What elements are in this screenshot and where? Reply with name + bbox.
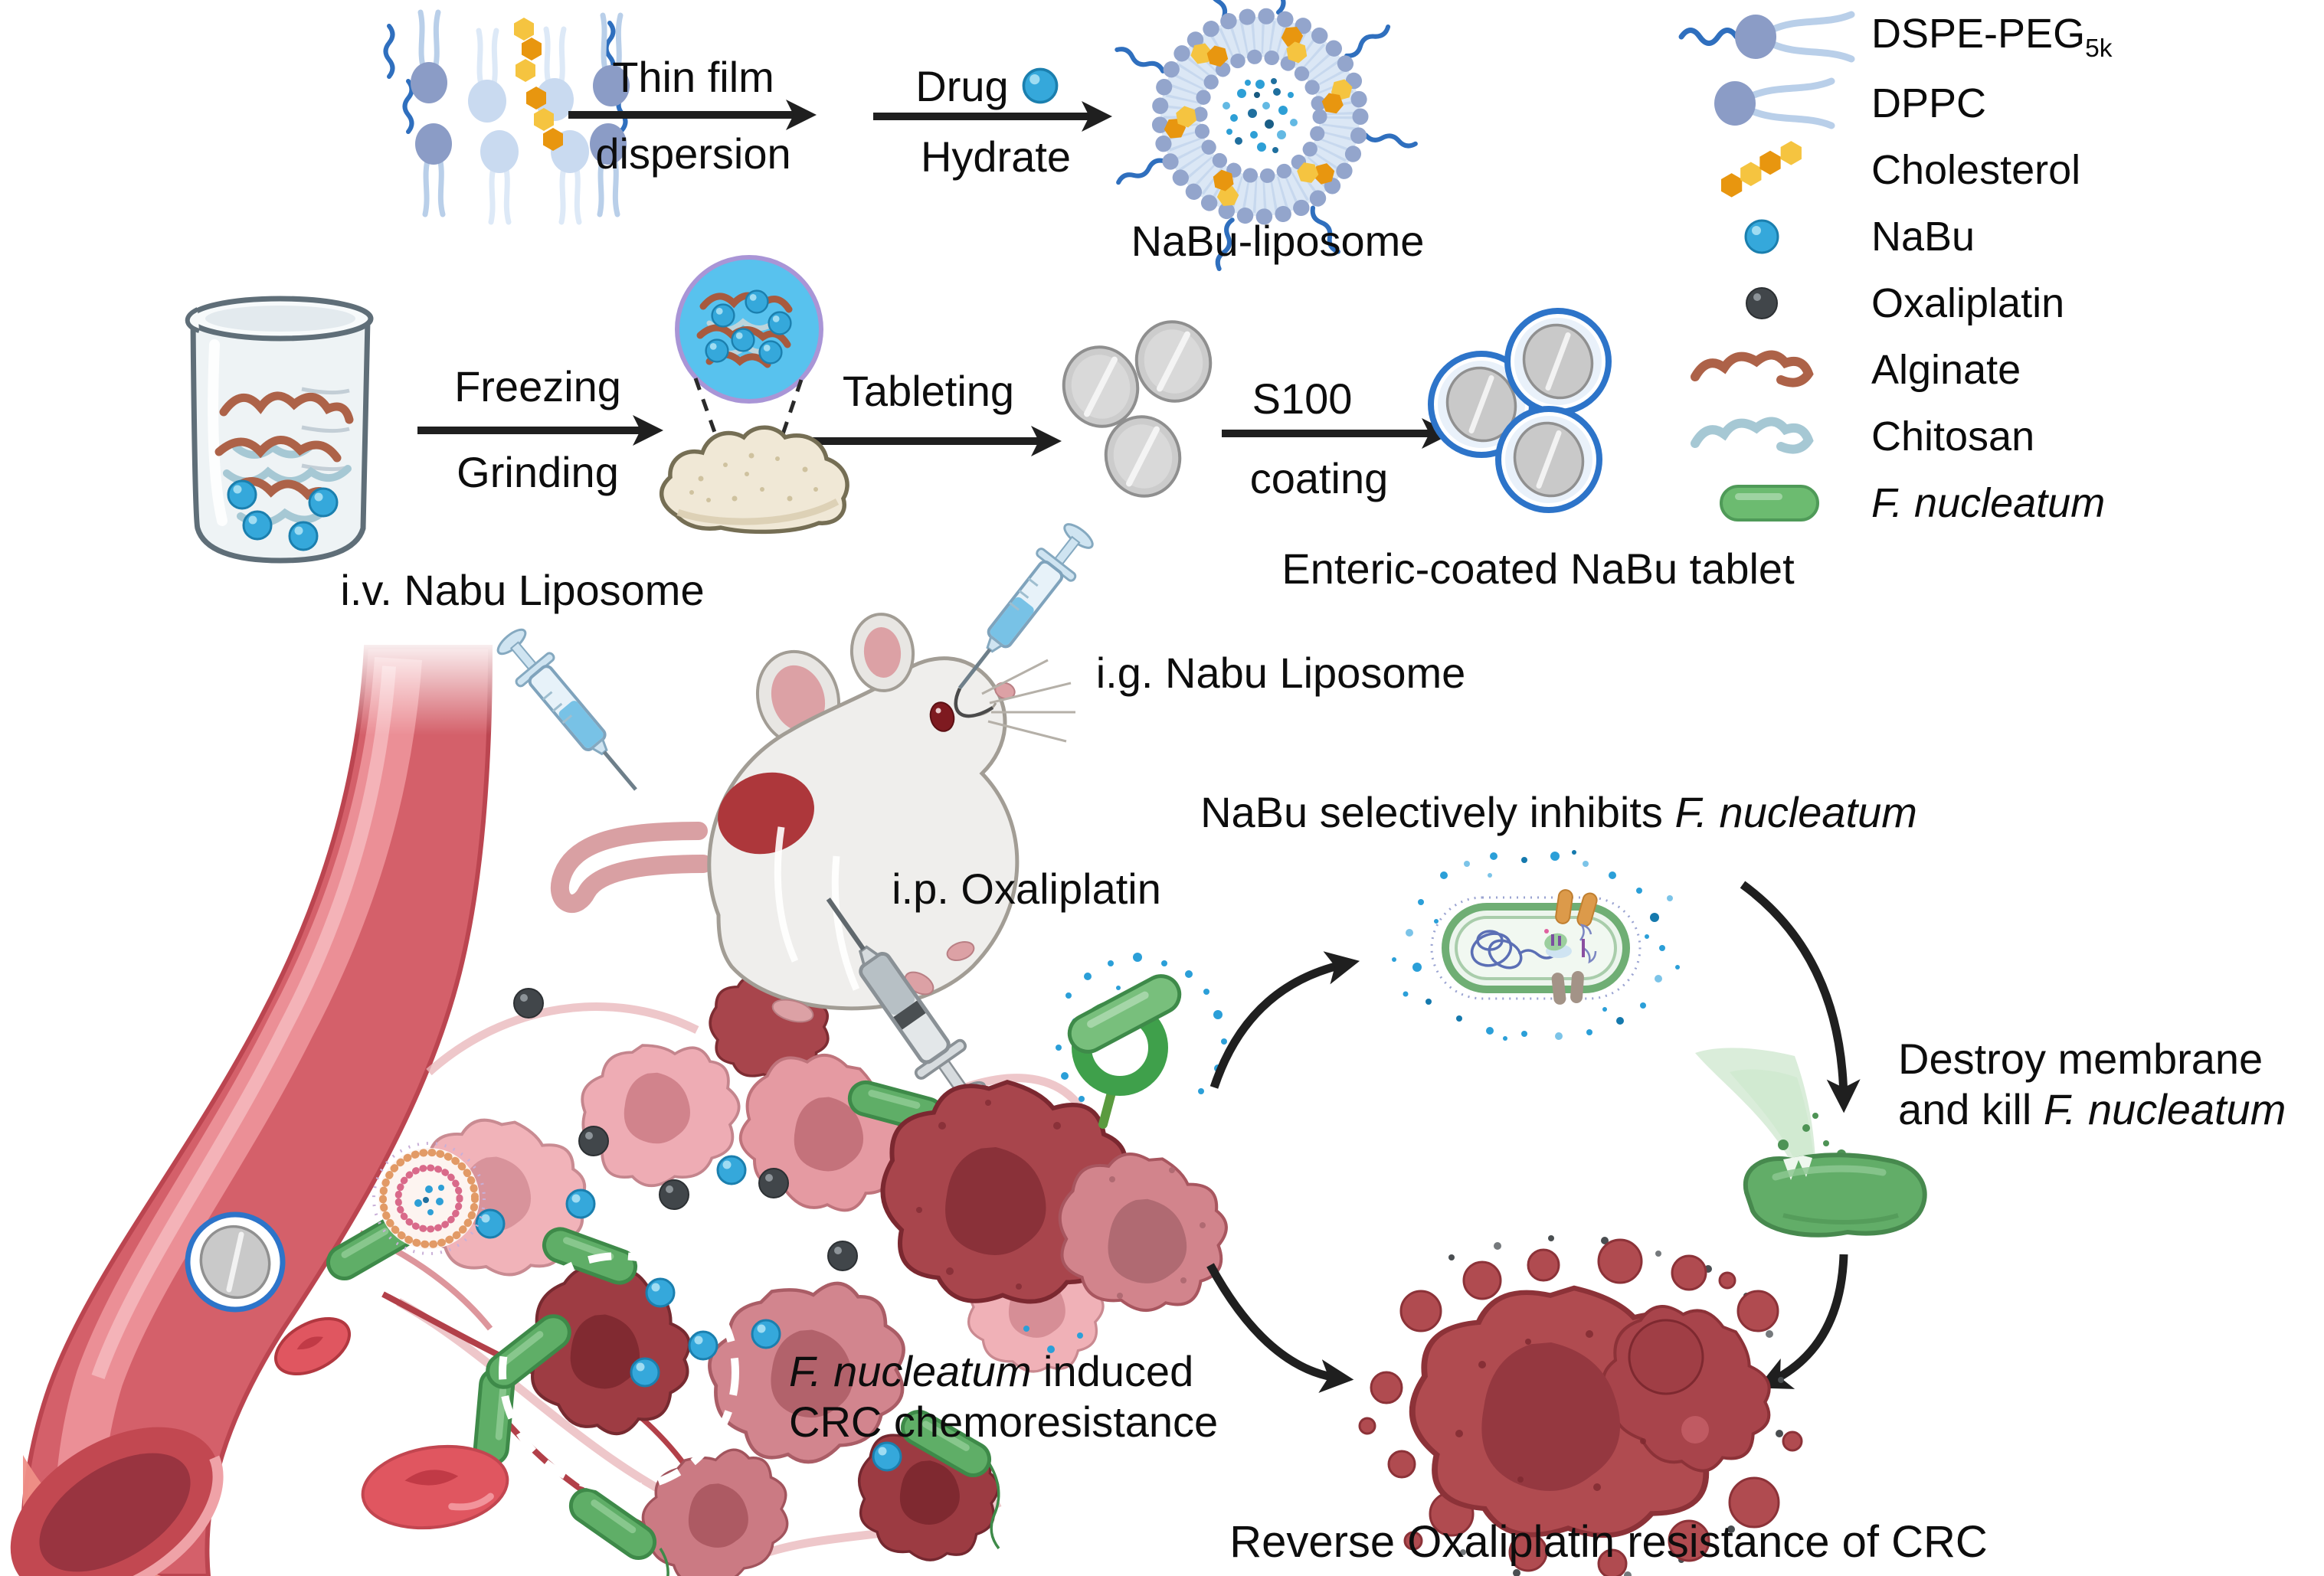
magnified-granule (675, 255, 823, 404)
mouse-ear-right (849, 613, 915, 692)
process-arrows (417, 100, 1452, 456)
enteric-tablet-label: Enteric-coated NaBu tablet (1281, 544, 1795, 593)
dashed-focus-circle (499, 1252, 739, 1493)
dead-fnucleatum-illustration (1695, 1048, 1927, 1238)
nabu-icon (1674, 205, 1871, 268)
cycle-arrows (1206, 881, 1861, 1393)
s100-label: S100 (1252, 374, 1353, 423)
coating-label: coating (1249, 454, 1389, 502)
powder-illustration (659, 425, 849, 535)
drug-nabu-sphere (1022, 67, 1059, 104)
legend-item-cholesterol: Cholesterol (1674, 136, 2112, 203)
chitosan-icon (1674, 405, 1871, 468)
f-nucleatum-icon (1674, 472, 1871, 535)
ig-label: i.g. Nabu Liposome (1095, 649, 1466, 697)
freezing-label: Freezing (454, 362, 621, 410)
legend-item-dspe-peg: DSPE-PEG5k (1674, 3, 2112, 70)
ip-label: i.p. Oxaliplatin (892, 865, 1161, 913)
fnucleatum-cell-diagram (1392, 850, 1680, 1041)
nabu-liposome-label: NaBu-liposome (1131, 217, 1425, 265)
dying-crc-cell-illustration (1358, 1235, 1802, 1576)
nabu-liposome-illustration (1115, 0, 1416, 270)
crc-cells-with-fn (883, 953, 1243, 1353)
oxaliplatin-icon (1674, 272, 1871, 335)
induced-label: F. nucleatum induced CRC chemoresistance (789, 1346, 1218, 1447)
legend: DSPE-PEG5k DPPC Cholesterol NaBu Oxalipl… (1674, 3, 2112, 536)
cholesterol-icon (1674, 139, 1871, 201)
coated-tablets (1431, 311, 1609, 510)
thin-film-label-line1: Thin film (612, 53, 774, 101)
fn-ribosome (1544, 929, 1572, 958)
attached-fnucleatum (1067, 974, 1182, 1129)
dppc-icon (1674, 72, 1871, 135)
tableting-label: Tableting (842, 367, 1015, 415)
hydrate-label: Hydrate (920, 132, 1072, 181)
uncoated-tablets (1056, 314, 1219, 504)
fn-speckles (1392, 850, 1680, 1041)
blood-vessel-illustration (10, 636, 521, 1576)
drug-label: Drug (915, 62, 1009, 110)
destroy-label-line2: and kill F. nucleatum (1898, 1085, 2286, 1134)
legend-item-oxaliplatin: Oxaliplatin (1674, 270, 2112, 336)
magnifier-dashed-lines (693, 378, 804, 474)
vessel-liposome (372, 1142, 486, 1255)
thin-film-label-line2: dispersion (595, 129, 791, 178)
dspe-peg-icon (1674, 5, 1871, 68)
beaker-illustration (185, 296, 374, 564)
mouse-tail (550, 822, 712, 913)
iv-label: i.v. Nabu Liposome (340, 566, 705, 614)
mouse-tumor-patch (718, 772, 814, 855)
destroy-label: Destroy membrane and kill F. nucleatum (1898, 1034, 2286, 1135)
legend-item-nabu: NaBu (1674, 203, 2112, 270)
legend-item-f-nucleatum: F. nucleatum (1674, 469, 2112, 536)
alginate-icon (1674, 338, 1871, 401)
destroy-label-line1: Destroy membrane (1898, 1035, 2263, 1083)
induced-label-line1: F. nucleatum induced (789, 1347, 1194, 1395)
fn-membrane-proteins (1551, 889, 1598, 1005)
legend-item-dppc: DPPC (1674, 70, 2112, 136)
inhibits-label: NaBu selectively inhibits F. nucleatum (1200, 788, 1917, 836)
legend-item-alginate: Alginate (1674, 336, 2112, 403)
liposome-nabu-core (1223, 78, 1298, 153)
mouse-illustration (550, 613, 1075, 1023)
mouse-body (707, 656, 1020, 1011)
vessel-tablet (185, 1211, 286, 1313)
grinding-label: Grinding (457, 448, 619, 496)
gavage-tube (954, 688, 994, 718)
red-blood-cells (273, 1316, 509, 1530)
fn-dna (1470, 930, 1557, 969)
legend-item-chitosan: Chitosan (1674, 403, 2112, 469)
reverse-label: Reverse Oxaliplatin resistance of CRC (1229, 1517, 1988, 1567)
mouse-whiskers (981, 659, 1075, 743)
induced-label-line2: CRC chemoresistance (789, 1398, 1219, 1447)
